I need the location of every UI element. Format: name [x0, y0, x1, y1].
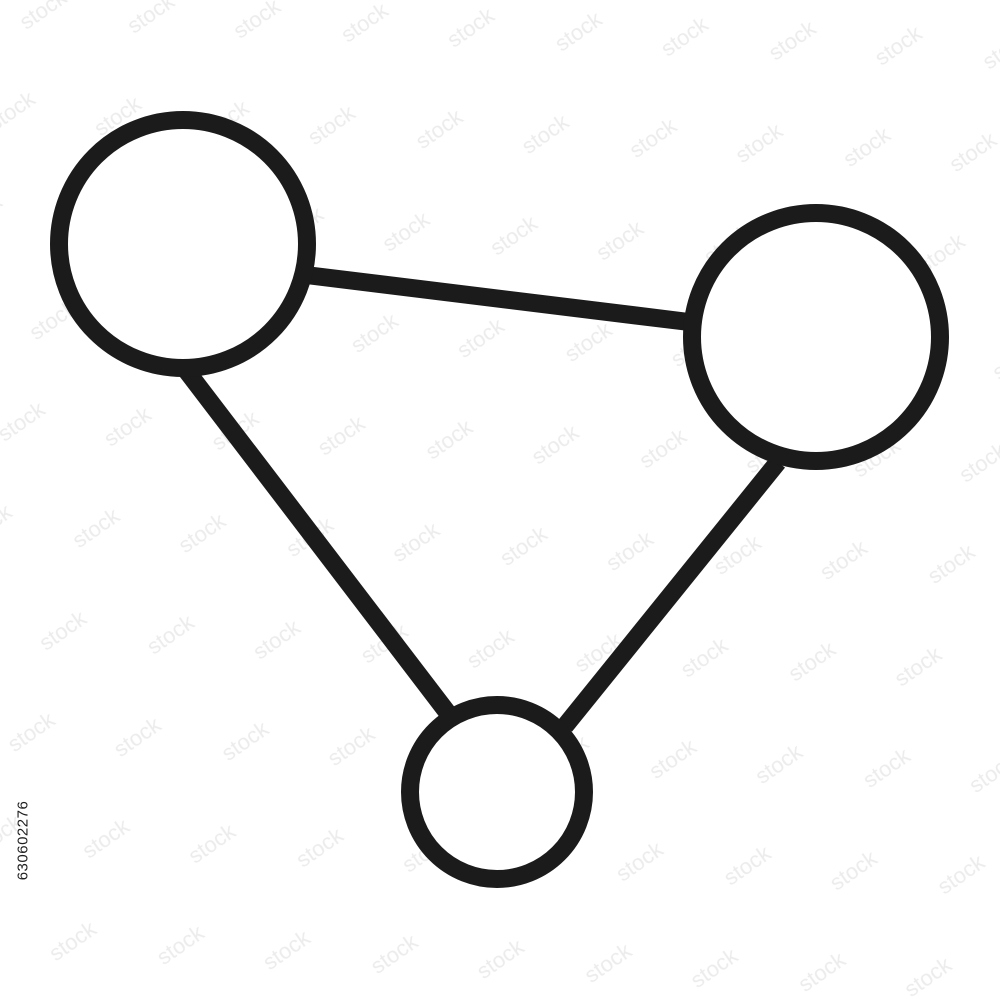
stock-id-text: 630602276 [14, 800, 32, 880]
node-bottom [401, 696, 593, 888]
node-right [683, 204, 949, 470]
stock-id-label: 630602276 [8, 755, 38, 925]
link-right [557, 456, 786, 732]
link-top [304, 266, 691, 331]
link-left [178, 364, 455, 718]
node-top-left [50, 111, 316, 377]
